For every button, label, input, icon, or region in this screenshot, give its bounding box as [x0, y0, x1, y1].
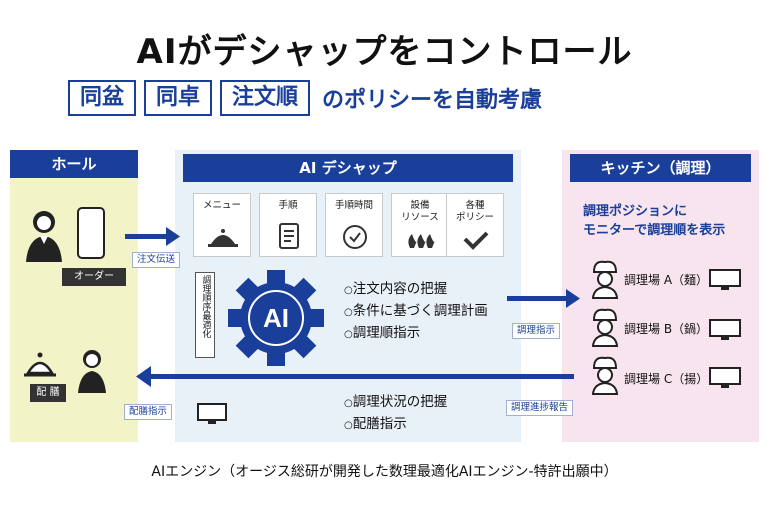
deshap-header: AI デシャップ	[183, 154, 513, 182]
deshap-bottom-list: 調理状況の把握 配膳指示	[344, 392, 448, 436]
cloche-icon	[208, 229, 238, 247]
procedure-card: 手順	[259, 193, 317, 257]
flame-icon	[408, 234, 435, 248]
timer-icon	[343, 225, 367, 249]
ai-gear-icon: AI	[228, 270, 324, 366]
progress-report-label: 調理進捗報告	[506, 400, 574, 416]
list-item: 調理状況の把握	[344, 392, 448, 414]
kitchen-description: 調理ポジションに モニターで調理順を表示	[583, 204, 726, 238]
hall-staff-phone-icon	[26, 207, 105, 262]
monitor-icon	[709, 367, 741, 388]
kitchen-header: キッチン（調理）	[570, 154, 751, 182]
list-item: 配膳指示	[344, 414, 447, 436]
policy-card: 各種 ポリシー	[446, 193, 504, 257]
procedure-card-label: 手順	[278, 200, 298, 211]
serve-label: 配 膳	[30, 384, 66, 402]
hall-header: ホール	[10, 150, 138, 178]
menu-card: メニュー	[193, 193, 251, 257]
station-a: 調理場 A（麺）	[624, 273, 709, 287]
order-transfer-label: 注文伝送	[132, 252, 181, 268]
subtitle: 同盆 同卓 注文順 のポリシーを自動考慮	[68, 80, 542, 116]
list-item: 調理順指示	[344, 323, 488, 345]
hall-serve-icon	[24, 350, 106, 393]
subtitle-text: のポリシーを自動考慮	[322, 88, 543, 113]
list-item: 条件に基づく調理計画	[344, 301, 488, 323]
ai-label: AI	[263, 303, 289, 333]
equipment-card-label: 設備 リソース	[401, 200, 439, 223]
footer-note: AIエンジン（オージス総研が開発した数理最適化AIエンジン-特許出願中）	[151, 464, 618, 480]
procedure-time-card: 手順時間	[325, 193, 383, 257]
policy-tag: 注文順	[220, 80, 311, 116]
chef-icon	[591, 356, 619, 395]
serve-instruction-label: 配膳指示	[124, 404, 173, 420]
page-title: AIがデシャップをコントロール	[136, 32, 633, 72]
station-c: 調理場 C（揚）	[624, 372, 709, 386]
cook-instruction-label: 調理指示	[512, 323, 561, 339]
policy-card-label: 各種 ポリシー	[455, 200, 494, 223]
monitor-icon	[197, 403, 227, 424]
policy-tag: 同盆	[68, 80, 137, 116]
checkmark-icon	[463, 231, 489, 250]
station-b: 調理場 B（鍋）	[624, 322, 709, 336]
menu-card-label: メニュー	[202, 200, 241, 211]
order-label: オーダー	[62, 268, 126, 286]
chef-icon	[591, 260, 619, 299]
monitor-icon	[709, 319, 741, 340]
monitor-icon	[709, 269, 741, 290]
deshap-top-list: 注文内容の把握 条件に基づく調理計画 調理順指示	[344, 279, 488, 345]
order-optimization-box: 調理順序最適化	[195, 272, 215, 358]
checklist-icon	[279, 223, 299, 249]
procedure-time-card-label: 手順時間	[334, 200, 373, 211]
policy-tag: 同卓	[144, 80, 213, 116]
list-item: 注文内容の把握	[344, 279, 488, 301]
order-optimization-label: 調理順序最適化	[200, 275, 211, 338]
chef-icon	[591, 308, 619, 347]
